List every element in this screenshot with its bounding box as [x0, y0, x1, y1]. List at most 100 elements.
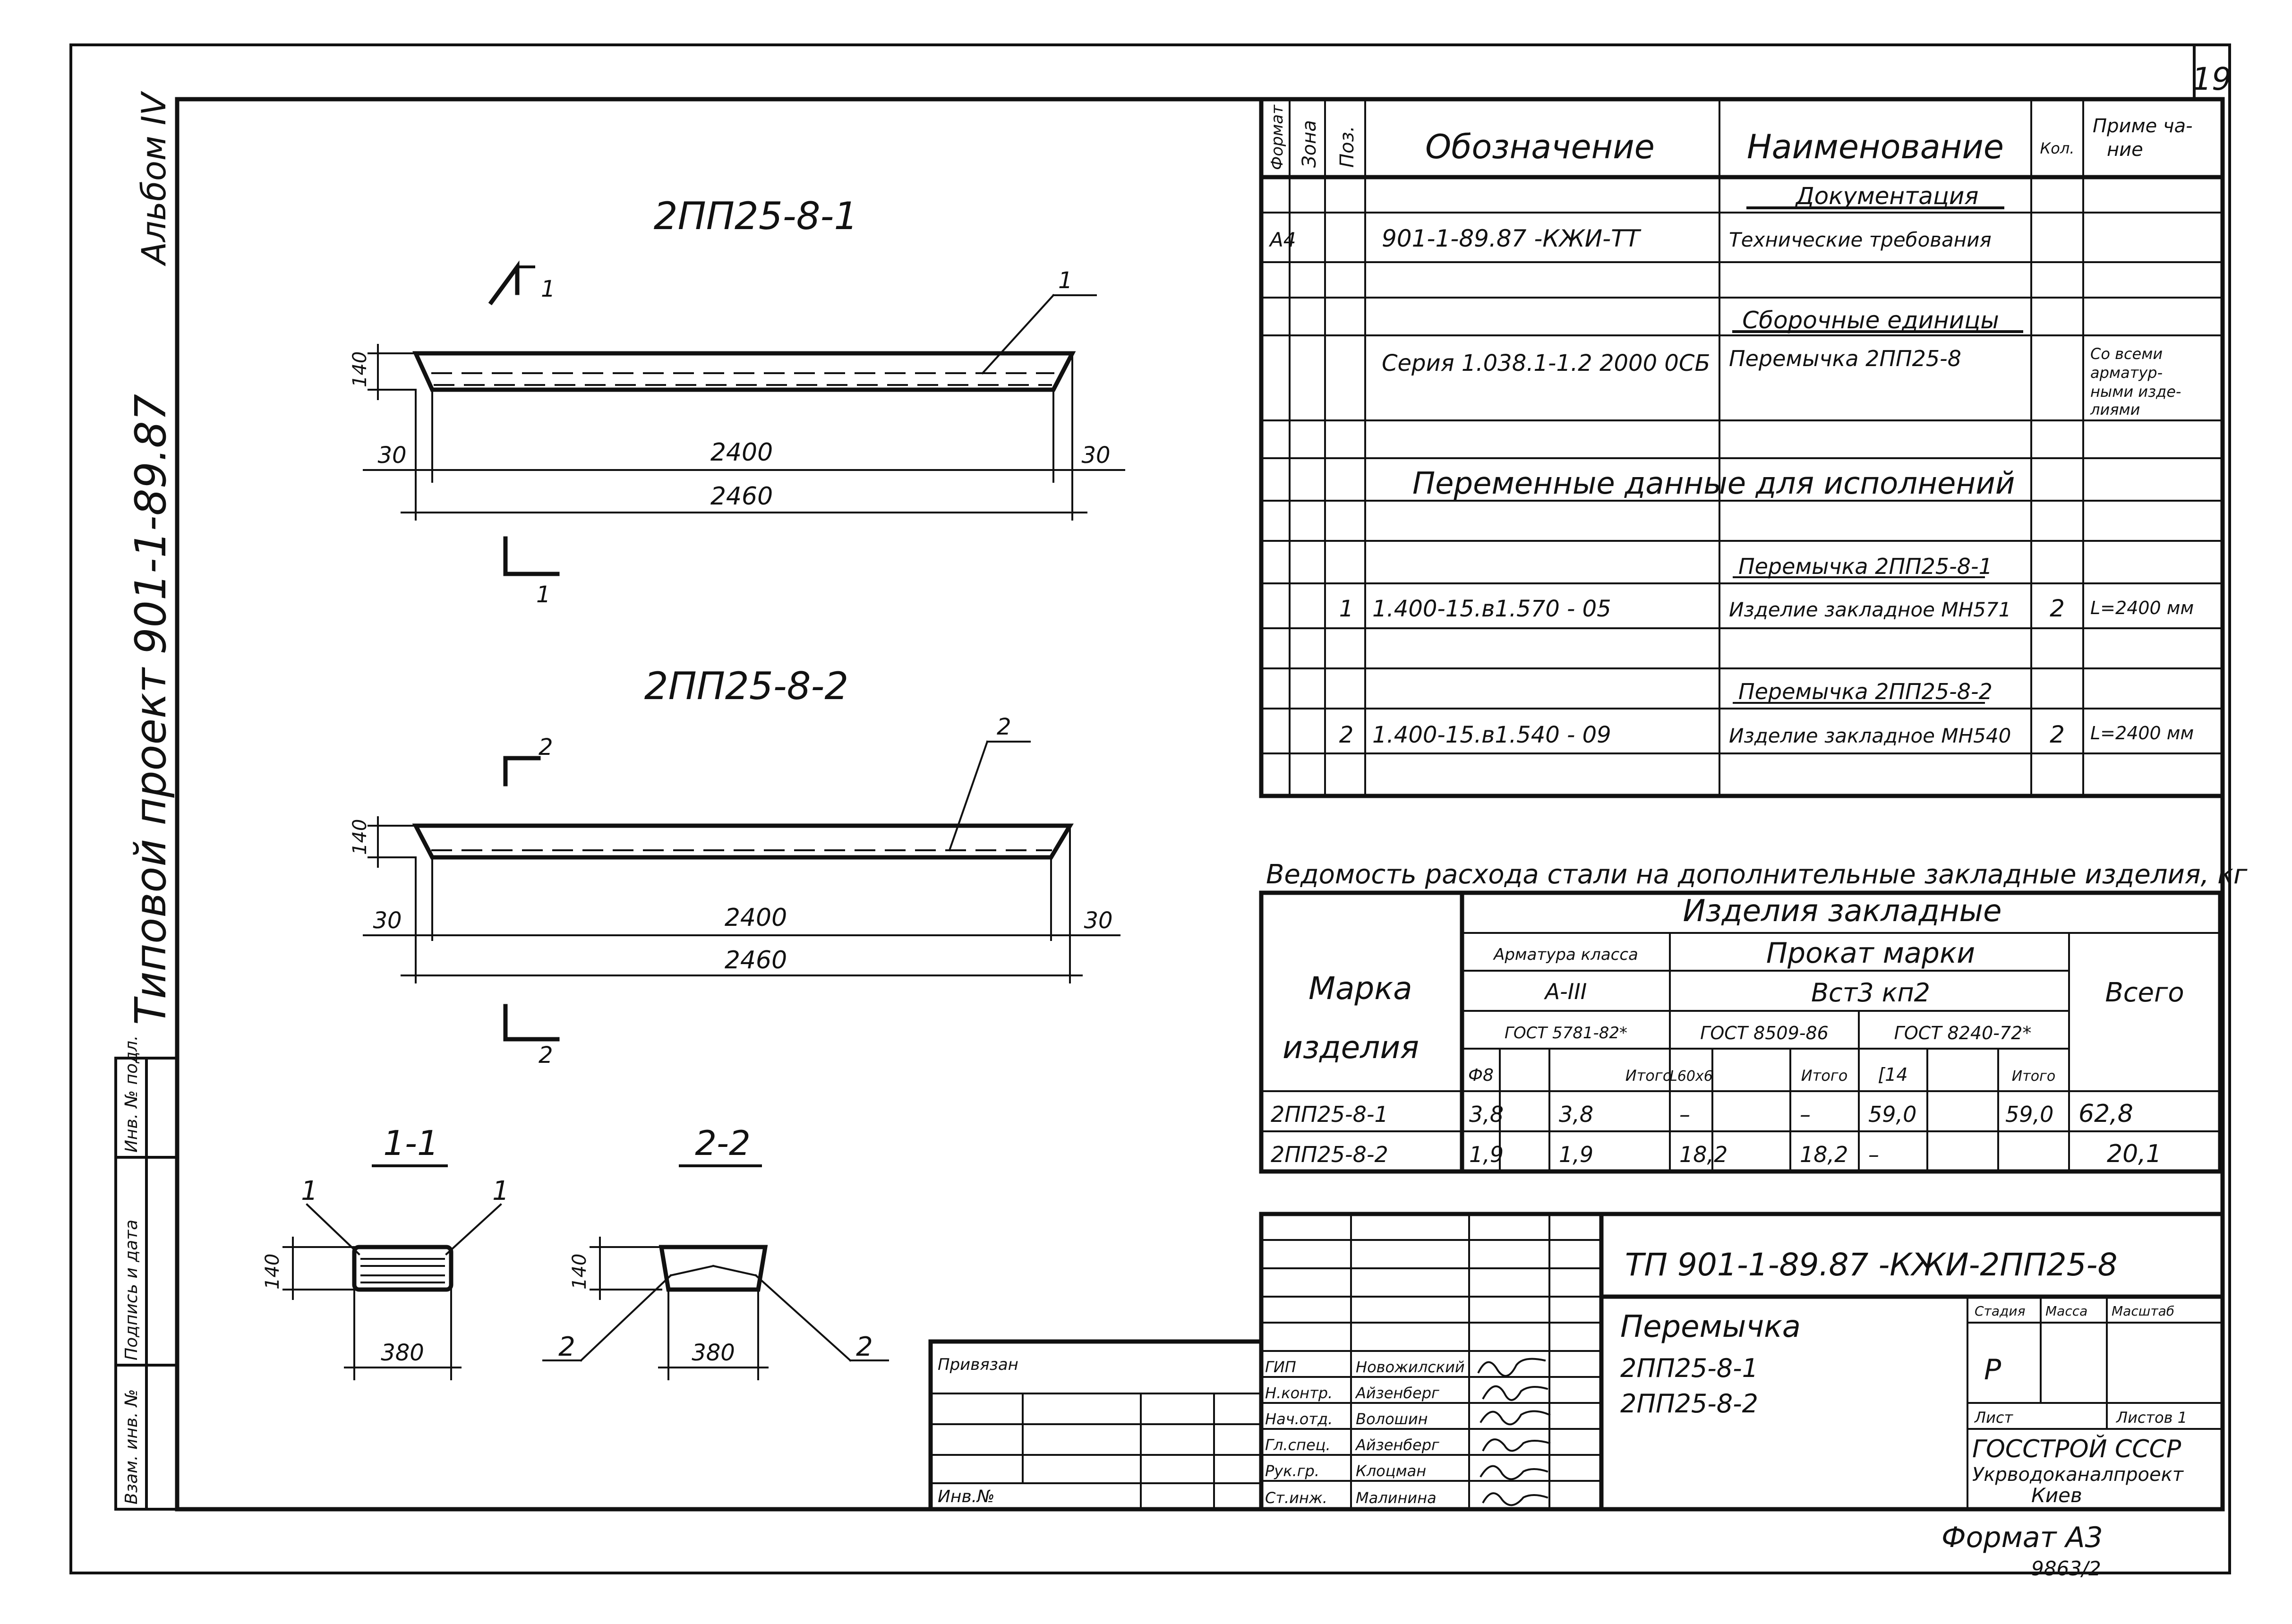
spec-cell-format: А4: [1268, 228, 1296, 251]
spec-cell-name: Технические требования: [1729, 228, 1992, 251]
organization: ГОССТРОЙ СССР: [1972, 1435, 2181, 1463]
spec-cell-designation: 1.400-15.в1.570 - 05: [1372, 596, 1611, 622]
lintel-drawing-1: 1 140 1 30 2400 30 2460 1: [349, 260, 1125, 608]
spec-cell-designation: 1.400-15.в1.540 - 09: [1372, 722, 1611, 748]
steel-cell: 18,2: [1800, 1142, 1848, 1167]
spec-header-position: Поз.: [1336, 126, 1358, 168]
steel-header: Изделия закладные: [1683, 894, 2002, 929]
margin-stamp: [114, 1057, 179, 1511]
spec-header-note: ние: [2107, 139, 2143, 161]
sheet-label: Лист: [1974, 1409, 2013, 1427]
svg-text:2400: 2400: [725, 904, 787, 932]
svg-text:1: 1: [301, 1176, 318, 1206]
section-2-2: 140 380 2 2: [542, 1237, 889, 1380]
margin-stamp-label: Подпись и дата: [122, 1220, 141, 1360]
spec-header-name: Наименование: [1747, 128, 2004, 166]
section-title: 1-1: [383, 1123, 439, 1163]
lintel-drawing-2: 2 140 2 30 2400 30 2460 2: [349, 714, 1120, 1068]
svg-text:380: 380: [381, 1340, 424, 1366]
role-label: Гл.спец.: [1265, 1436, 1331, 1454]
person-name: Волошин: [1356, 1410, 1428, 1428]
steel-cell: 59,0: [1868, 1102, 1916, 1127]
svg-text:1: 1: [536, 581, 551, 608]
steel-subheader: Итого: [2012, 1068, 2055, 1085]
person-name: Малинина: [1356, 1489, 1437, 1507]
project-title-vertical: Типовой проект 901-1-89.87: [126, 394, 176, 1025]
steel-cell-total: 62,8: [2078, 1100, 2133, 1128]
svg-text:30: 30: [1081, 442, 1110, 469]
spec-sub-heading: Перемычка 2ПП25-8-2: [1738, 679, 1993, 704]
steel-cell: –: [1868, 1142, 1879, 1167]
format-label: Формат А3: [1941, 1521, 2103, 1554]
svg-text:30: 30: [377, 442, 406, 469]
svg-text:2: 2: [856, 1332, 873, 1362]
steel-subheader: Ф8: [1468, 1066, 1494, 1085]
spec-cell-quantity: 2: [2050, 721, 2065, 748]
steel-header-mark: Марка: [1308, 970, 1412, 1007]
organization: Укрводоканалпроект: [1972, 1464, 2184, 1486]
spec-header-zone: Зона: [1299, 120, 1320, 168]
svg-text:140: 140: [349, 351, 371, 387]
spec-cell-designation: Серия 1.038.1-1.2 2000 0СБ: [1382, 350, 1710, 376]
steel-row-mark: 2ПП25-8-1: [1271, 1102, 1388, 1127]
spec-cell-name: Изделие закладное МН571: [1729, 598, 2011, 621]
svg-text:1: 1: [492, 1176, 509, 1206]
margin-stamp-label: Взам. инв. №: [122, 1389, 141, 1504]
spec-cell-designation: 901-1-89.87 -КЖИ-ТТ: [1382, 225, 1642, 252]
spec-cell-position: 1: [1339, 596, 1354, 622]
svg-text:140: 140: [349, 819, 371, 855]
scale-label: Масштаб: [2112, 1303, 2174, 1319]
inventory-label: Инв.№: [938, 1487, 995, 1506]
steel-header-rolled: Прокат марки: [1766, 937, 1975, 970]
spec-header-designation: Обозначение: [1425, 128, 1655, 166]
svg-text:30: 30: [373, 907, 402, 934]
product-name: Перемычка: [1620, 1309, 1801, 1344]
steel-header-rolled-standard: ГОСТ 8240-72*: [1894, 1023, 2032, 1043]
steel-header-rolled-standard: ГОСТ 8509-86: [1700, 1023, 1829, 1043]
sheets-label: Листов 1: [2116, 1409, 2187, 1427]
steel-cell: 3,8: [1469, 1102, 1504, 1127]
drawing-title: 2ПП25-8-1: [654, 194, 858, 238]
organization: Киев: [2031, 1484, 2082, 1507]
steel-cell: –: [1800, 1102, 1811, 1127]
steel-header-rebar: Арматура класса: [1493, 945, 1638, 964]
person-name: Айзенберг: [1355, 1436, 1439, 1454]
specification-table: [1259, 97, 2225, 798]
signatures: [1477, 1358, 1551, 1506]
steel-cell: 18,2: [1679, 1142, 1728, 1167]
spec-cell-position: 2: [1339, 722, 1354, 748]
svg-text:2460: 2460: [710, 482, 773, 511]
stage-value: Р: [1984, 1353, 2001, 1386]
spec-header-format: Формат: [1268, 104, 1287, 170]
steel-row-mark: 2ПП25-8-2: [1271, 1142, 1388, 1167]
steel-cell: 1,9: [1559, 1142, 1593, 1167]
person-name: Айзенберг: [1355, 1384, 1439, 1402]
spec-cell-name: Перемычка 2ПП25-8: [1729, 346, 1961, 371]
product-mark: 2ПП25-8-2: [1620, 1389, 1758, 1419]
steel-subheader: L60x6: [1669, 1068, 1713, 1085]
attached-label: Привязан: [938, 1355, 1018, 1374]
role-label: Н.контр.: [1265, 1384, 1333, 1402]
svg-text:2: 2: [539, 1042, 553, 1068]
title-block: [928, 1212, 2225, 1512]
document-code: ТП 901-1-89.87 -КЖИ-2ПП25-8: [1625, 1247, 2117, 1283]
steel-cell: 59,0: [2005, 1102, 2053, 1127]
spec-header-note: Приме ча-: [2093, 115, 2193, 137]
role-label: Ст.инж.: [1265, 1489, 1327, 1507]
steel-header-rebar-standard: ГОСТ 5781-82*: [1505, 1024, 1627, 1043]
drawing-title: 2ПП25-8-2: [644, 664, 849, 708]
role-label: ГИП: [1265, 1358, 1296, 1376]
role-label: Рук.гр.: [1265, 1462, 1319, 1480]
svg-text:30: 30: [1084, 907, 1112, 934]
svg-text:2: 2: [997, 714, 1011, 740]
spec-cell-note: ными изде-: [2090, 383, 2181, 401]
spec-cell-note: L=2400 мм: [2090, 598, 2194, 618]
svg-text:140: 140: [262, 1254, 283, 1290]
svg-text:1: 1: [1058, 267, 1073, 294]
person-name: Новожилский: [1356, 1358, 1465, 1376]
steel-header-mark: изделия: [1283, 1029, 1419, 1066]
svg-text:1: 1: [541, 276, 556, 302]
margin-stamp-label: Инв. № подл.: [122, 1035, 141, 1153]
steel-cell: 1,9: [1469, 1142, 1504, 1167]
